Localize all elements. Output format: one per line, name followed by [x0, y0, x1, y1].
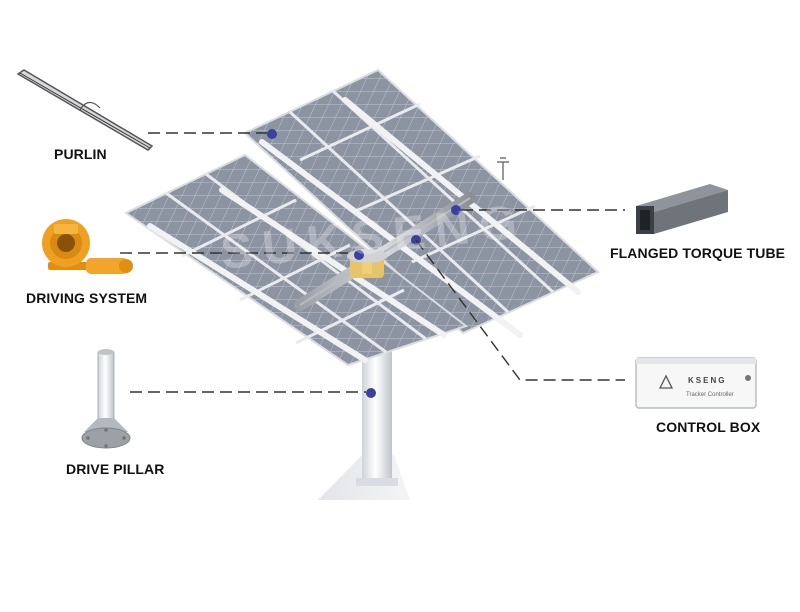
drive-pillar-icon: [82, 349, 130, 448]
marker-drive-pillar: [366, 388, 376, 398]
purlin-icon: [18, 70, 152, 150]
control-box-brand: KSENG: [688, 376, 726, 385]
label-purlin: PURLIN: [54, 146, 107, 162]
tracker-assembly: [120, 70, 625, 500]
weather-sensor-mast: [497, 158, 509, 180]
label-drive-pillar: DRIVE PILLAR: [66, 461, 164, 477]
marker-purlin: [267, 129, 277, 139]
label-control-box: CONTROL BOX: [656, 419, 760, 435]
label-driving-system: DRIVING SYSTEM: [26, 290, 147, 306]
pillar-flange: [356, 478, 398, 486]
driving-system-icon: [42, 219, 133, 274]
control-box-icon: KSENG Tracker Controller: [636, 358, 756, 408]
label-flanged-torque-tube: FLANGED TORQUE TUBE: [610, 245, 785, 261]
control-box-caption: Tracker Controller: [686, 392, 734, 398]
flanged-torque-tube-icon: [636, 184, 728, 234]
